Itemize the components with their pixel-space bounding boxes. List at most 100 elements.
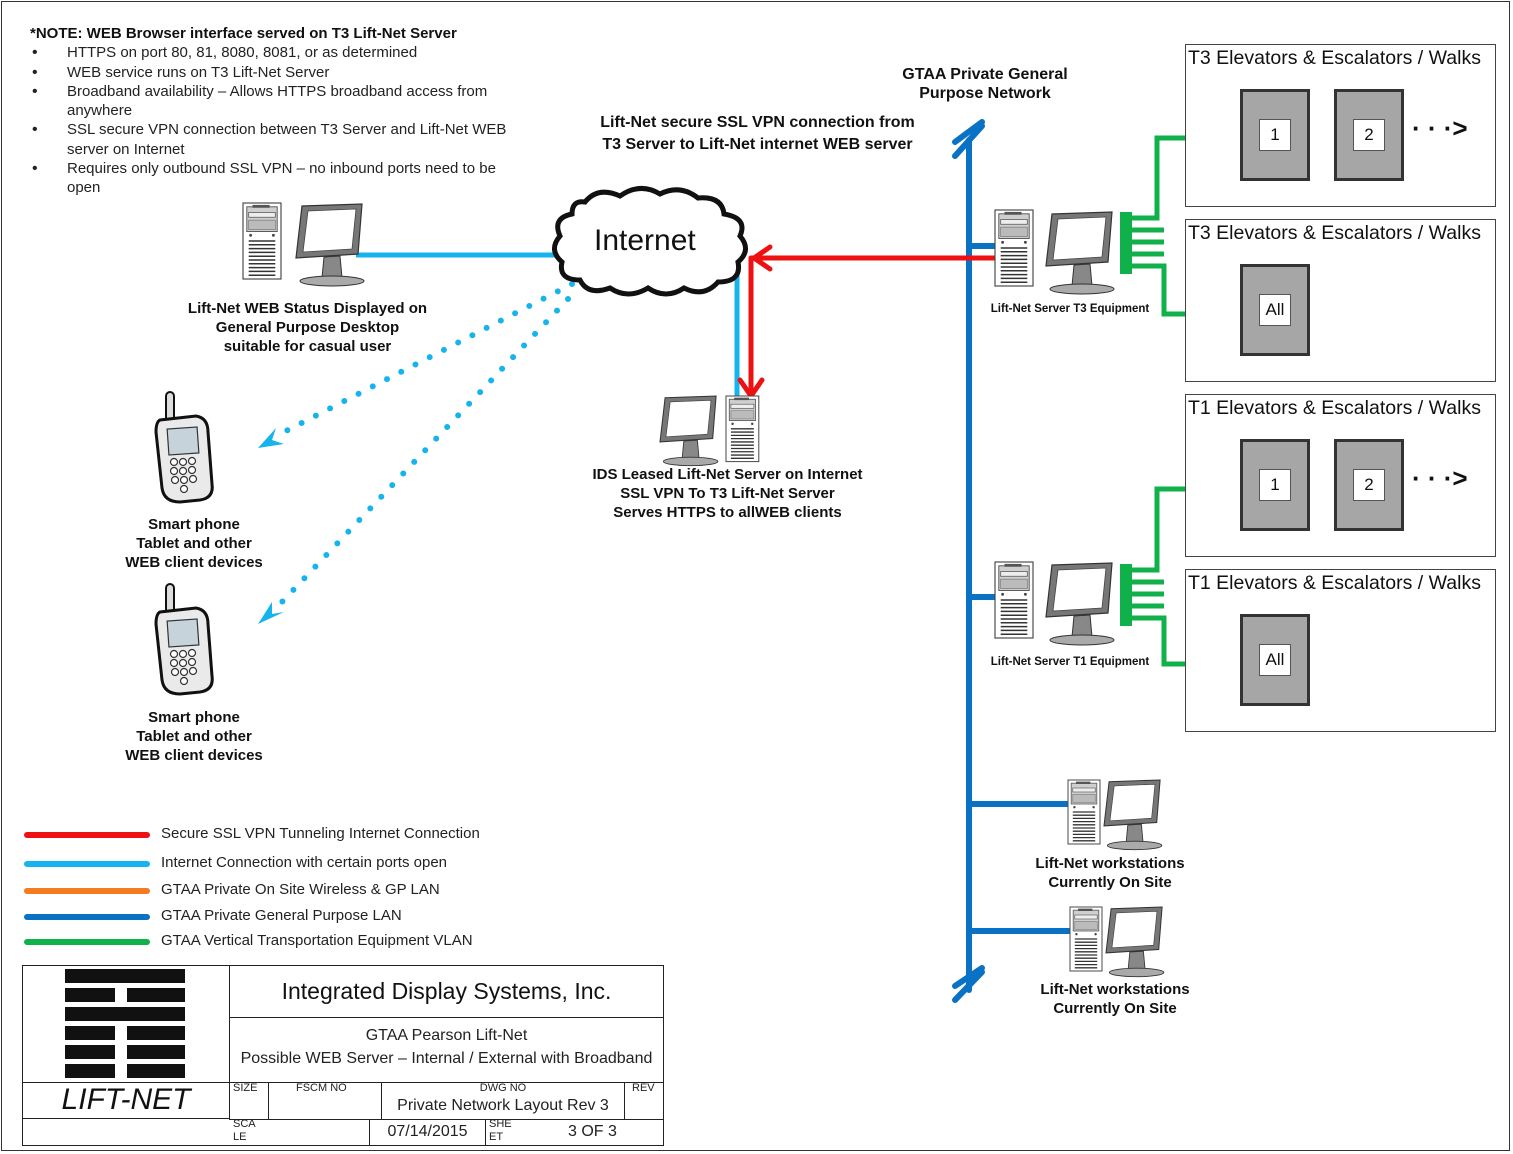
note-bullet: Requires only outbound SSL VPN – no inbo…: [30, 159, 530, 198]
ids-server-label-line: Serves HTTPS to allWEB clients: [613, 504, 842, 521]
date-cell: 07/14/2015: [369, 1119, 486, 1146]
desktop-label: Lift-Net WEB Status Displayed on General…: [160, 299, 455, 356]
workstation-1-label: Lift-Net workstations Currently On Site: [1010, 854, 1210, 892]
desktop-label-line: Lift-Net WEB Status Displayed on: [187, 300, 428, 317]
fscm-label: FSCM NO: [296, 1082, 347, 1094]
workstation-label-line: Currently On Site: [1053, 1000, 1177, 1017]
project-cell: GTAA Pearson Lift-Net Possible WEB Serve…: [229, 1017, 664, 1083]
project-line-2: Possible WEB Server – Internal / Externa…: [240, 1050, 653, 1067]
t3-server: [994, 209, 1115, 295]
zone-title: T1 Elevators & Escalators / Walks: [1188, 397, 1481, 419]
vpn-caption-line: T3 Server to Lift-Net internet WEB serve…: [602, 136, 913, 153]
zone-title: T1 Elevators & Escalators / Walks: [1188, 572, 1481, 594]
more-units-arrow-icon: · · ·>: [1412, 463, 1468, 493]
dwg-value: Private Network Layout Rev 3: [397, 1097, 609, 1114]
sheet-cell: SHE ET 3 OF 3: [485, 1118, 664, 1146]
note-bullet: WEB service runs on T3 Lift-Net Server: [30, 63, 530, 83]
legend-label: Secure SSL VPN Tunneling Internet Connec…: [161, 825, 480, 842]
phone-label-line: Tablet and other: [136, 728, 252, 745]
gp-network-label-line: GTAA Private General: [902, 66, 1068, 83]
vpn-tunnel-lines: [737, 244, 1003, 401]
workstation-1: [1067, 779, 1163, 851]
desktop-label-line: General Purpose Desktop: [215, 319, 400, 336]
desktop-pc: [242, 202, 365, 287]
legend-label: Internet Connection with certain ports o…: [161, 854, 448, 871]
rev-label: REV: [632, 1082, 655, 1094]
phone-label-line: WEB client devices: [125, 554, 263, 571]
gp-network-label: GTAA Private General Purpose Network: [870, 65, 1100, 103]
size-cell: SIZE: [229, 1082, 269, 1120]
vlan-switch-t3: [1120, 212, 1132, 274]
elevator-unit[interactable]: 2: [1334, 89, 1404, 181]
scale-label: SCA LE: [233, 1118, 256, 1143]
note-block: *NOTE: WEB Browser interface served on T…: [30, 24, 530, 198]
ids-server-label-line: SSL VPN To T3 Lift-Net Server: [620, 485, 835, 502]
legend-label: GTAA Vertical Transportation Equipment V…: [161, 932, 473, 949]
note-bullets: HTTPS on port 80, 81, 8080, 8081, or as …: [30, 43, 530, 197]
drawing-date: 07/14/2015: [387, 1123, 468, 1140]
internet-cloud: [552, 186, 748, 297]
unit-label: 1: [1259, 119, 1291, 151]
elevator-unit[interactable]: 1: [1240, 89, 1310, 181]
wireless-dotted-links: [278, 281, 575, 606]
phone-label-line: Smart phone: [148, 516, 240, 533]
phone-2-label: Smart phone Tablet and other WEB client …: [104, 708, 284, 765]
zone-t3-group: T3 Elevators & Escalators / Walks 1 2 · …: [1185, 44, 1496, 207]
title-block: LIFT-NET Integrated Display Systems, Inc…: [22, 965, 664, 1146]
more-units-arrow-icon: · · ·>: [1412, 113, 1468, 143]
elevator-unit[interactable]: 2: [1334, 439, 1404, 531]
workstation-label-line: Currently On Site: [1048, 874, 1172, 891]
dwg-label: DWG NO: [479, 1082, 527, 1094]
project-line-1: GTAA Pearson Lift-Net: [365, 1027, 528, 1044]
note-bullet: HTTPS on port 80, 81, 8080, 8081, or as …: [30, 43, 530, 63]
unit-label: All: [1259, 644, 1291, 676]
ids-server-label: IDS Leased Lift-Net Server on Internet S…: [570, 465, 885, 522]
zone-t1-all: T1 Elevators & Escalators / Walks All: [1185, 569, 1496, 732]
sheet-label: SHE ET: [489, 1118, 512, 1143]
workstation-2: [1069, 906, 1165, 978]
phone-label-line: Tablet and other: [136, 535, 252, 552]
wireless-arrowheads: [258, 428, 284, 624]
elevator-unit[interactable]: All: [1240, 614, 1310, 706]
legend-swatch: [24, 939, 150, 945]
elevator-unit[interactable]: All: [1240, 264, 1310, 356]
legend-swatch: [24, 832, 150, 838]
unit-label: 2: [1353, 119, 1385, 151]
company-cell: Integrated Display Systems, Inc.: [229, 966, 664, 1018]
dwg-cell: DWG NO Private Network Layout Rev 3: [381, 1082, 625, 1120]
phone-label-line: WEB client devices: [125, 747, 263, 764]
zone-title: T3 Elevators & Escalators / Walks: [1188, 222, 1481, 244]
zone-t3-all: T3 Elevators & Escalators / Walks All: [1185, 219, 1496, 382]
note-bullet: Broadband availability – Allows HTTPS br…: [30, 82, 530, 121]
rev-cell: REV: [624, 1082, 664, 1120]
note-bullet: SSL secure VPN connection between T3 Ser…: [30, 120, 530, 159]
vpn-caption: Lift-Net secure SSL VPN connection from …: [565, 112, 950, 156]
note-title: *NOTE: WEB Browser interface served on T…: [30, 25, 457, 42]
phone-1: [154, 390, 214, 504]
workstation-label-line: Lift-Net workstations: [1035, 855, 1185, 872]
gp-network-label-line: Purpose Network: [919, 85, 1051, 102]
logo-text: LIFT-NET: [23, 1083, 230, 1119]
elevator-unit[interactable]: 1: [1240, 439, 1310, 531]
internet-connection-lines: [356, 252, 740, 398]
t1-server: [994, 561, 1115, 646]
legend-swatch: [24, 861, 150, 867]
phone-label-line: Smart phone: [148, 709, 240, 726]
vpn-caption-line: Lift-Net secure SSL VPN connection from: [600, 114, 915, 131]
desktop-label-line: suitable for casual user: [223, 338, 392, 355]
lift-net-logo-icon: [65, 969, 185, 1078]
zone-t1-group: T1 Elevators & Escalators / Walks 1 2 · …: [1185, 394, 1496, 557]
workstation-2-label: Lift-Net workstations Currently On Site: [1015, 980, 1215, 1018]
size-label: SIZE: [233, 1082, 258, 1094]
scale-cell: SCA LE: [229, 1118, 370, 1146]
phone-1-label: Smart phone Tablet and other WEB client …: [104, 515, 284, 572]
gp-lan-backbone: [952, 119, 1075, 1003]
fscm-cell: FSCM NO: [268, 1082, 382, 1120]
ids-server: [659, 395, 760, 467]
internet-label: Internet: [594, 224, 696, 257]
unit-label: All: [1259, 294, 1291, 326]
t3-server-label: Lift-Net Server T3 Equipment: [990, 303, 1150, 315]
workstation-label-line: Lift-Net workstations: [1040, 981, 1190, 998]
sheet-value: 3 OF 3: [568, 1123, 617, 1140]
